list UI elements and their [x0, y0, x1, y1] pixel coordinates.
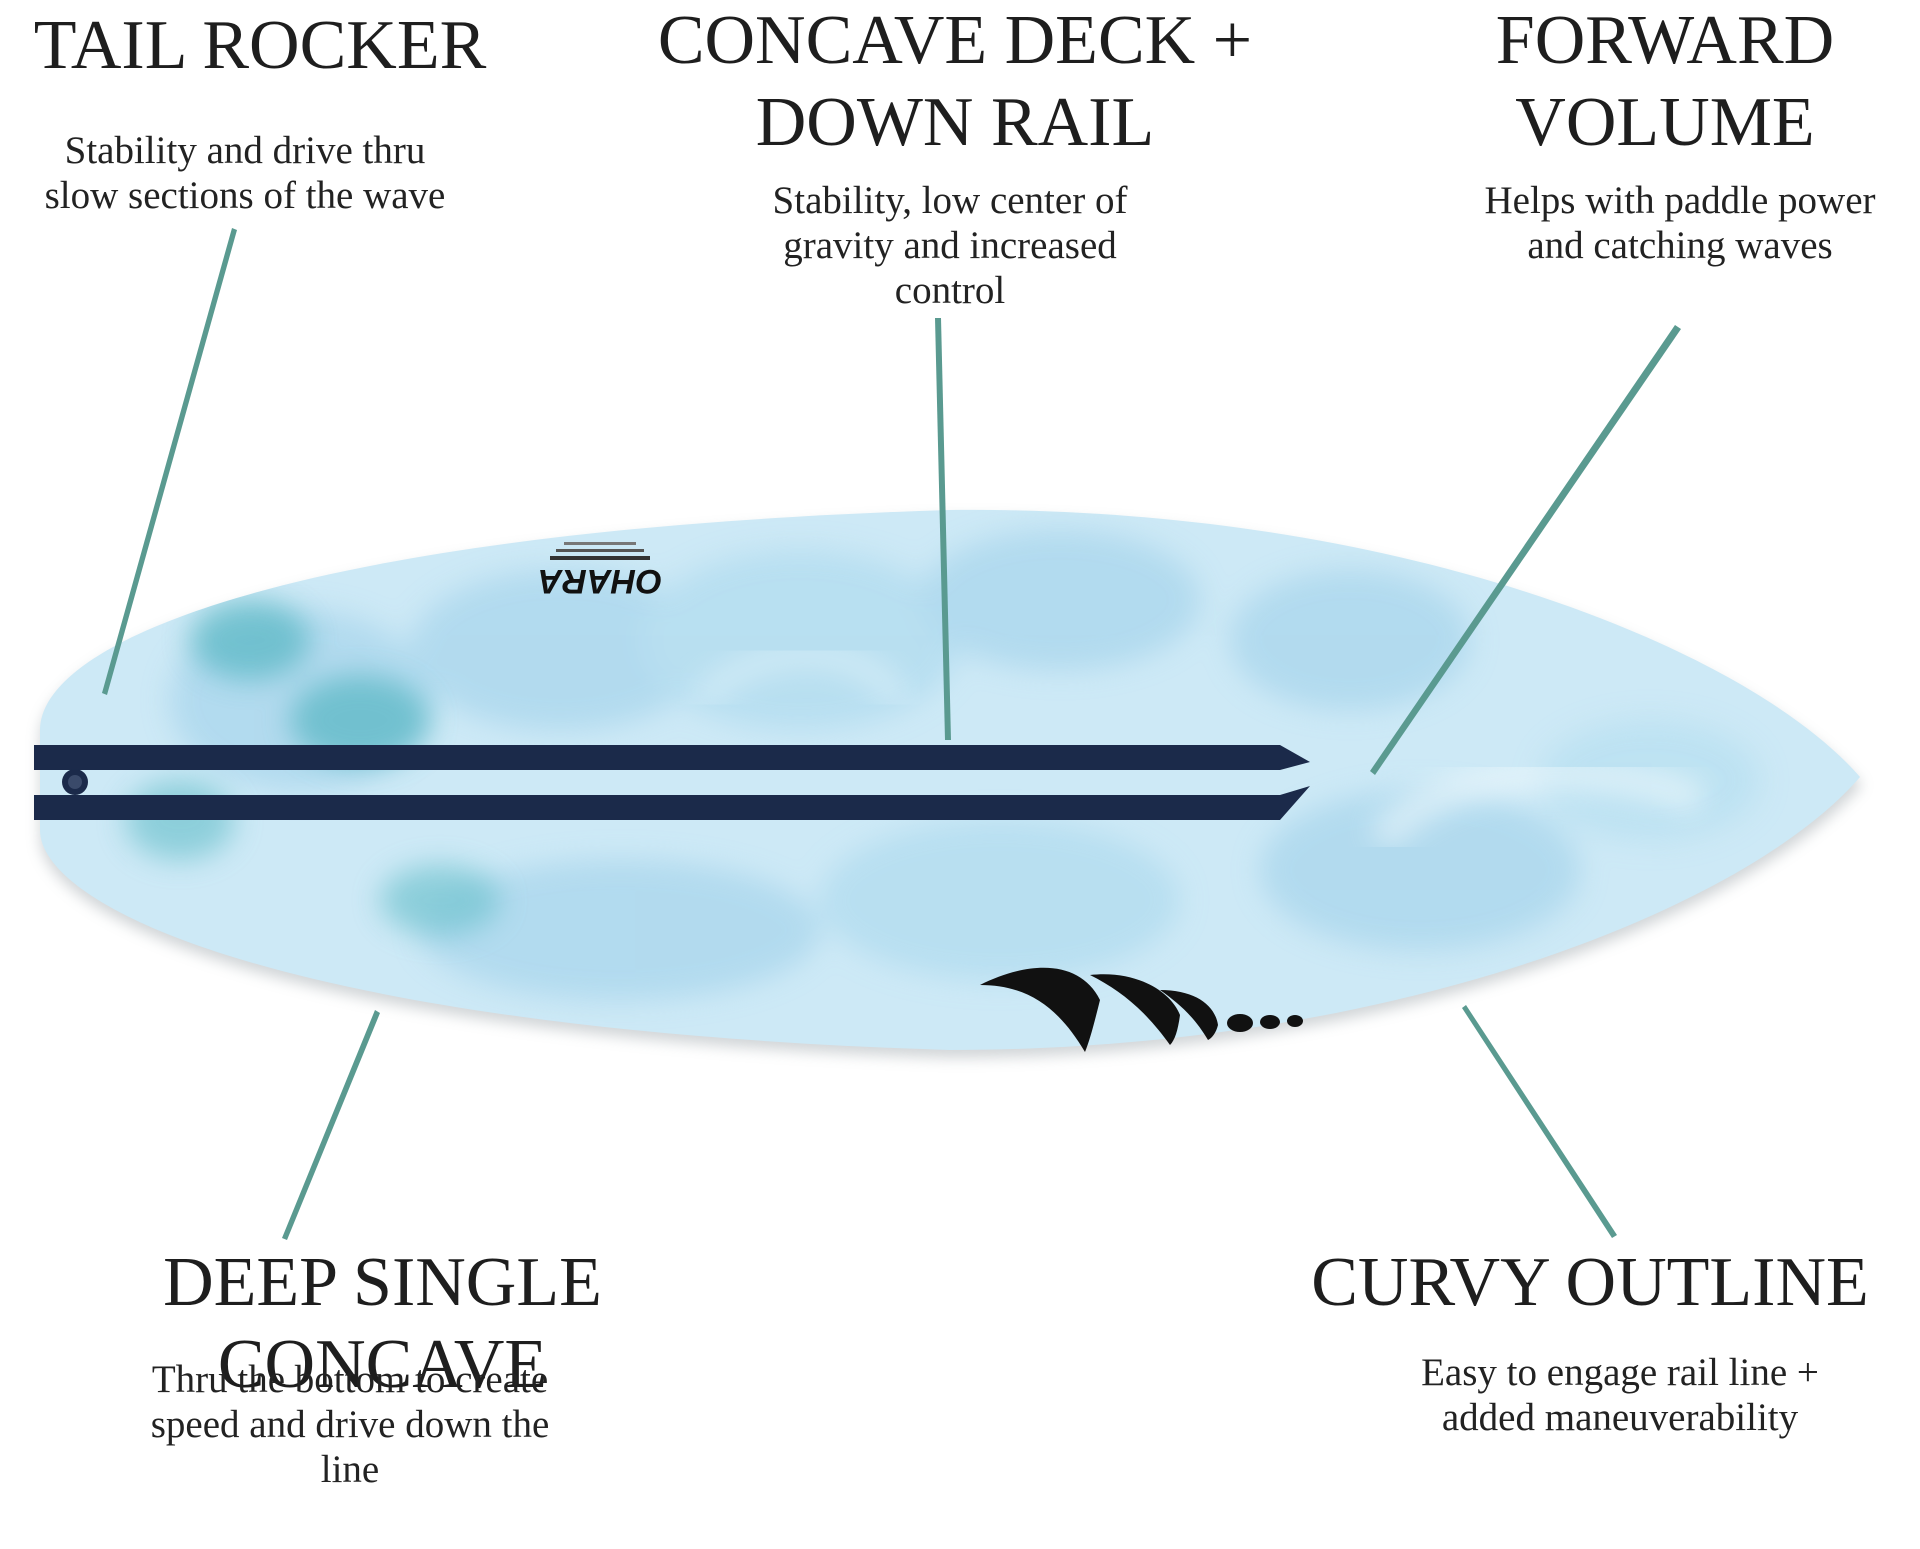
stringer-stripe-bottom — [34, 786, 1310, 820]
ohara-logo-text: OHARA — [538, 562, 663, 600]
forward-volume-title: FORWARD VOLUME — [1495, 2, 1835, 161]
forward-volume-line — [1370, 325, 1681, 775]
stringer-stripes — [34, 745, 1310, 820]
callout-lines — [102, 228, 1681, 1240]
ohara-logo: OHARA — [538, 542, 663, 600]
tail-rocker-title: TAIL ROCKER — [33, 7, 487, 84]
curvy-outline-line — [1462, 1005, 1617, 1238]
concave-deck-line — [935, 318, 951, 740]
deep-single-concave-line — [282, 1010, 380, 1240]
fin-mark-logo — [980, 967, 1303, 1052]
curvy-outline-description: Easy to engage rail line + added maneuve… — [1421, 1351, 1819, 1439]
marble-swirls — [125, 530, 1760, 1000]
tail-rocker-line — [102, 228, 237, 695]
tail-rocker-description: Stability and drive thru slow sections o… — [44, 129, 446, 217]
deep-single-concave-title: DEEP SINGLE CONCAVE — [163, 1244, 602, 1403]
stringer-stripe-top — [34, 745, 1310, 770]
concave-deck-title: CONCAVE DECK + DOWN RAIL — [657, 2, 1253, 161]
leash-plug — [62, 769, 88, 795]
forward-volume-description: Helps with paddle power and catching wav… — [1484, 179, 1876, 267]
curvy-outline-title: CURVY OUTLINE — [1311, 1244, 1869, 1321]
deep-single-concave-description: Thru the bottom to create speed and driv… — [150, 1358, 550, 1491]
concave-deck-description: Stability, low center of gravity and inc… — [772, 179, 1128, 312]
